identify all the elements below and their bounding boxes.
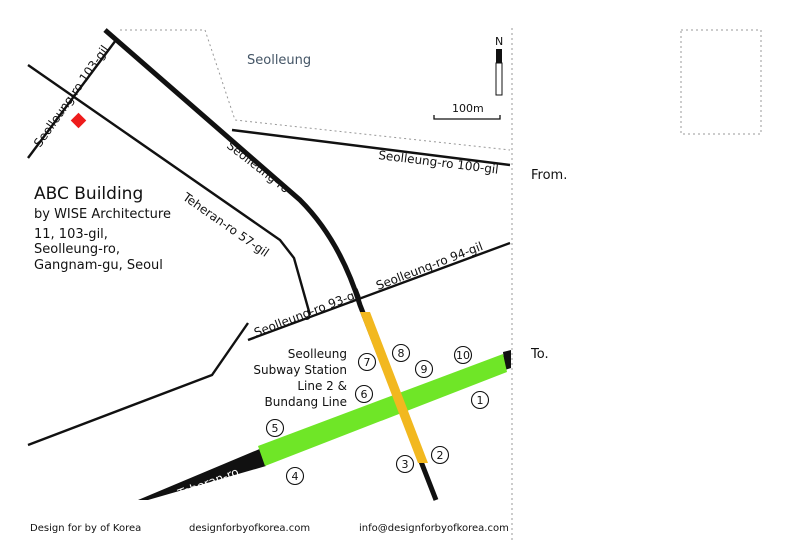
north-arrow: N — [495, 35, 503, 96]
exit-number: 9 — [421, 363, 428, 376]
building-address-line-2: Seolleung-ro, — [34, 242, 120, 257]
road-teheran-ro — [138, 448, 266, 500]
station-label: Seolleung Subway Station Line 2 & Bundan… — [253, 347, 347, 409]
exit-number: 3 — [402, 458, 409, 471]
minor-roads — [27, 39, 511, 447]
scale-label: 100m — [452, 102, 484, 115]
station-name-line-3: Line 2 & — [297, 379, 347, 393]
building-architect: by WISE Architecture — [34, 207, 171, 222]
label-seolleung-ro-93-gil: Seolleung-ro 93-gil — [252, 286, 363, 340]
subway-bundang-line — [360, 312, 428, 463]
scale-bar: 100m — [433, 102, 501, 120]
exit-4: 4 — [285, 466, 305, 486]
road-teheran-ro-57-gil — [27, 64, 312, 316]
road-seolleung-ro-93-gil — [27, 322, 249, 447]
exit-number: 5 — [272, 422, 279, 435]
exit-2: 2 — [430, 445, 450, 465]
station-name-line-2: Subway Station — [253, 363, 347, 377]
exit-1: 1 — [470, 390, 490, 410]
label-seolleung-ro-103-gil: Seolleung-ro 103-gil — [31, 43, 112, 150]
exit-number: 6 — [361, 388, 368, 401]
north-bar-light — [495, 62, 503, 96]
exit-circle — [285, 466, 305, 486]
exit-number: 7 — [364, 356, 371, 369]
exit-3: 3 — [395, 454, 415, 474]
label-seolleung-ro-94-gil: Seolleung-ro 94-gil — [374, 239, 485, 293]
exit-number: 4 — [292, 470, 299, 483]
north-bar-dark — [496, 49, 502, 63]
footer-website: designforbyofkorea.com — [189, 523, 310, 534]
exit-circle — [391, 343, 411, 363]
district-boundary — [120, 29, 511, 151]
footer-company: Design for by of Korea — [30, 523, 141, 534]
corner-dotted-box — [680, 29, 762, 135]
exit-circle — [453, 345, 473, 365]
building-address-line-3: Gangnam-gu, Seoul — [34, 258, 163, 273]
station-name-line-1: Seolleung — [288, 347, 347, 361]
exit-7: 7 — [357, 352, 377, 372]
building-info: ABC Building by WISE Architecture 11, 10… — [34, 184, 171, 273]
exit-5: 5 — [265, 418, 285, 438]
map-boundaries — [120, 28, 762, 540]
subway-line-2 — [258, 354, 507, 466]
exit-number: 1 — [477, 394, 484, 407]
to-label: To. — [530, 347, 549, 362]
road-seolleung-ro-94-gil — [247, 241, 511, 342]
exit-8: 8 — [391, 343, 411, 363]
scale-line — [433, 115, 501, 120]
exit-circle — [430, 445, 450, 465]
label-seolleung-ro: Seolleung-ro — [224, 138, 292, 196]
road-seolleung-ro-100-gil — [231, 128, 511, 167]
station-name-line-4: Bundang Line — [265, 395, 347, 409]
footer-email: info@designforbyofkorea.com — [359, 523, 509, 534]
exit-9: 9 — [414, 359, 434, 379]
road-seolleung-ro-103-gil — [27, 39, 117, 159]
exit-circle — [470, 390, 490, 410]
exit-circle — [395, 454, 415, 474]
road-seolleung-ro — [103, 28, 439, 501]
building-marker — [70, 112, 87, 129]
exit-circle — [357, 352, 377, 372]
from-label: From. — [531, 168, 567, 183]
label-seolleung-ro-100-gil: Seolleung-ro 100-gil — [378, 148, 500, 177]
exit-circle — [354, 384, 374, 404]
exit-number: 8 — [398, 347, 405, 360]
area-label-seolleung: Seolleung — [247, 53, 311, 68]
exit-6: 6 — [354, 384, 374, 404]
exit-10: 10 — [453, 345, 473, 365]
north-label: N — [495, 35, 503, 48]
building-address-line-1: 11, 103-gil, — [34, 227, 108, 242]
station-exits: 1 2 3 4 5 6 7 8 9 10 — [265, 343, 490, 486]
exit-circle — [265, 418, 285, 438]
exit-number: 2 — [437, 449, 444, 462]
exit-circle — [414, 359, 434, 379]
building-name: ABC Building — [34, 184, 143, 204]
exit-number: 10 — [456, 349, 470, 362]
